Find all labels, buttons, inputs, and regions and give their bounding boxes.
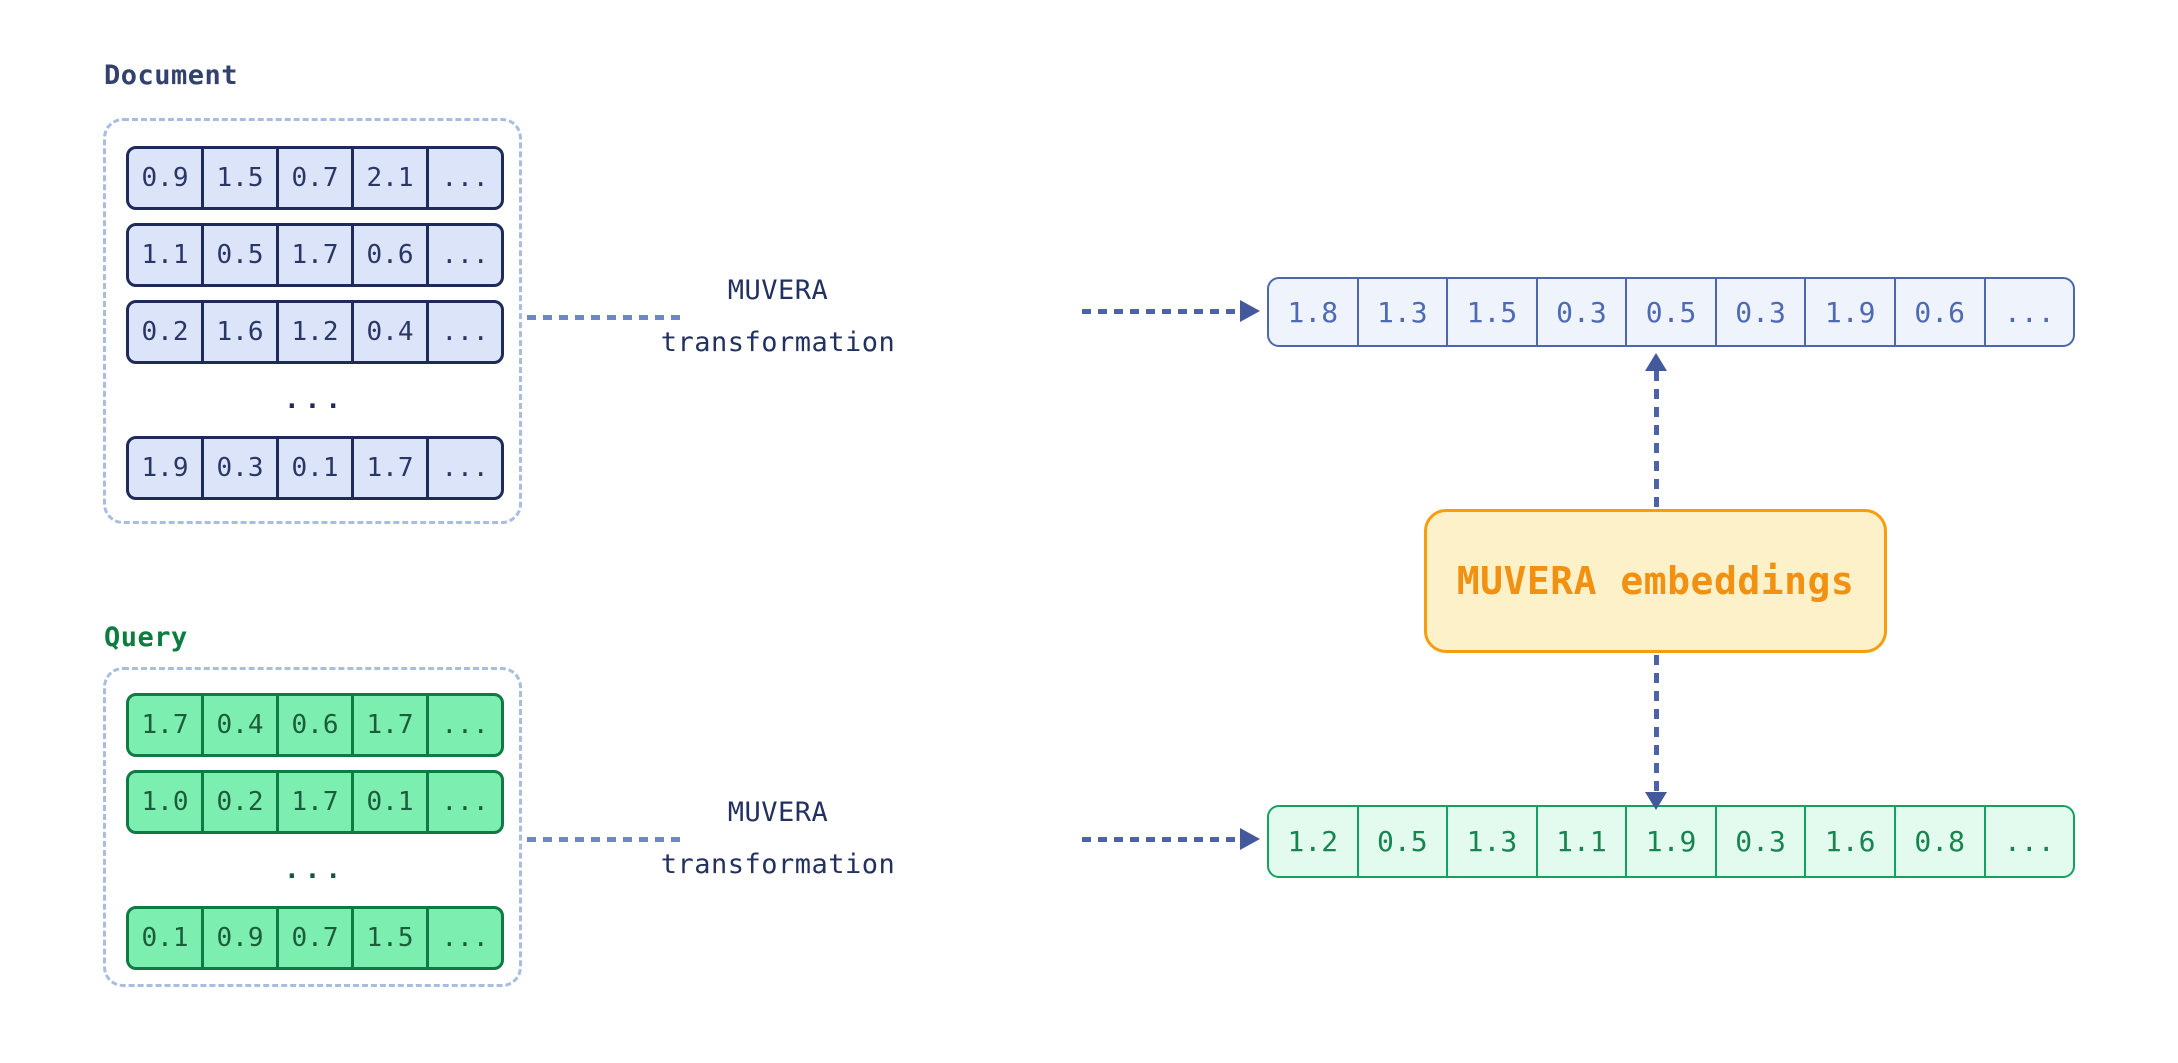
vector-cell: 1.5 (351, 909, 426, 967)
vector-cell: 1.8 (1287, 295, 1339, 329)
document-connector-line (527, 315, 687, 320)
vector-cell: 1.3 (1356, 279, 1447, 345)
vector-cell: ... (426, 696, 501, 754)
vector-cell: ... (426, 303, 501, 361)
query-rows-ellipsis: ... (284, 855, 346, 885)
vector-cell: 1.7 (276, 773, 351, 831)
dashed-line (1653, 655, 1659, 792)
vector-cell: 0.1 (141, 923, 189, 953)
vector-cell: 1.2 (1287, 825, 1339, 858)
transformation-line2: transformation (660, 849, 896, 880)
vector-cell: 2.1 (351, 149, 426, 207)
vector-cell: 1.3 (1446, 807, 1536, 876)
query-connector-arrow (1082, 828, 1260, 850)
vector-cell: 1.2 (276, 303, 351, 361)
vector-cell: 1.6 (201, 303, 276, 361)
vector-cell: 0.6 (1893, 279, 1984, 345)
vector-cell: 1.5 (1446, 279, 1536, 345)
vector-cell: ... (1983, 279, 2074, 345)
vector-cell: 0.4 (351, 303, 426, 361)
vector-cell: 1.5 (201, 149, 276, 207)
vector-cell: 1.0 (141, 787, 189, 817)
vector-cell: 0.5 (1625, 279, 1715, 345)
vector-cell: 1.7 (276, 226, 351, 284)
query-label: Query (104, 622, 188, 653)
vector-cell: 0.3 (201, 439, 276, 497)
vector-cell: 1.7 (351, 439, 426, 497)
vector-cell: 0.1 (351, 773, 426, 831)
muvera-transformation-label-query: MUVERA transformation (578, 787, 978, 891)
arrowhead-up-icon (1645, 353, 1667, 371)
vector-cell: 1.9 (1804, 279, 1894, 345)
dashed-line (1082, 308, 1240, 314)
vector-cell: 1.1 (1535, 807, 1626, 876)
vector-cell: ... (426, 773, 501, 831)
vector-cell: 1.6 (1804, 807, 1894, 876)
vector-cell: 0.3 (1714, 807, 1805, 876)
vector-cell: 0.9 (201, 909, 276, 967)
vector-cell: 0.9 (141, 163, 189, 193)
vector-cell: 0.4 (201, 696, 276, 754)
muvera-transformation-label-document: MUVERA transformation (578, 265, 978, 369)
vector-cell: ... (1983, 807, 2074, 876)
vector-cell: 0.5 (201, 226, 276, 284)
vector-cell: 0.8 (1893, 807, 1984, 876)
arrow-to-document-embedding (1645, 353, 1667, 508)
transformation-line2: transformation (660, 327, 896, 358)
vector-cell: 0.2 (201, 773, 276, 831)
vector-cell: ... (426, 909, 501, 967)
arrowhead-right-icon (1240, 300, 1260, 322)
muvera-embeddings-box: MUVERA embeddings (1424, 509, 1887, 653)
arrowhead-down-icon (1645, 792, 1667, 810)
dashed-line (1653, 371, 1659, 508)
vector-cell: 0.1 (276, 439, 351, 497)
vector-cell: 1.7 (141, 710, 189, 740)
vector-cell: 0.7 (276, 909, 351, 967)
dashed-line (1082, 836, 1240, 842)
vector-cell: 0.3 (1714, 279, 1805, 345)
query-connector-line (527, 837, 687, 842)
vector-cell: ... (426, 226, 501, 284)
vector-cell: ... (426, 149, 501, 207)
vector-cell: 0.2 (141, 317, 189, 347)
vector-cell: 1.9 (1625, 807, 1715, 876)
muvera-embeddings-label: MUVERA embeddings (1456, 559, 1855, 603)
vector-cell: 0.7 (276, 149, 351, 207)
vector-cell: 0.6 (276, 696, 351, 754)
transformation-line1: MUVERA (727, 797, 829, 828)
vector-cell: 0.3 (1535, 279, 1626, 345)
arrowhead-right-icon (1240, 828, 1260, 850)
vector-cell: 1.9 (141, 453, 189, 483)
vector-cell: 1.1 (141, 240, 189, 270)
arrow-to-query-embedding (1645, 655, 1667, 810)
document-connector-arrow (1082, 300, 1260, 322)
vector-cell: 0.5 (1356, 807, 1447, 876)
vector-cell: ... (426, 439, 501, 497)
vector-cell: 0.6 (351, 226, 426, 284)
transformation-line1: MUVERA (727, 275, 829, 306)
vector-cell: 1.7 (351, 696, 426, 754)
document-rows-ellipsis: ... (284, 385, 346, 415)
document-label: Document (104, 60, 239, 91)
